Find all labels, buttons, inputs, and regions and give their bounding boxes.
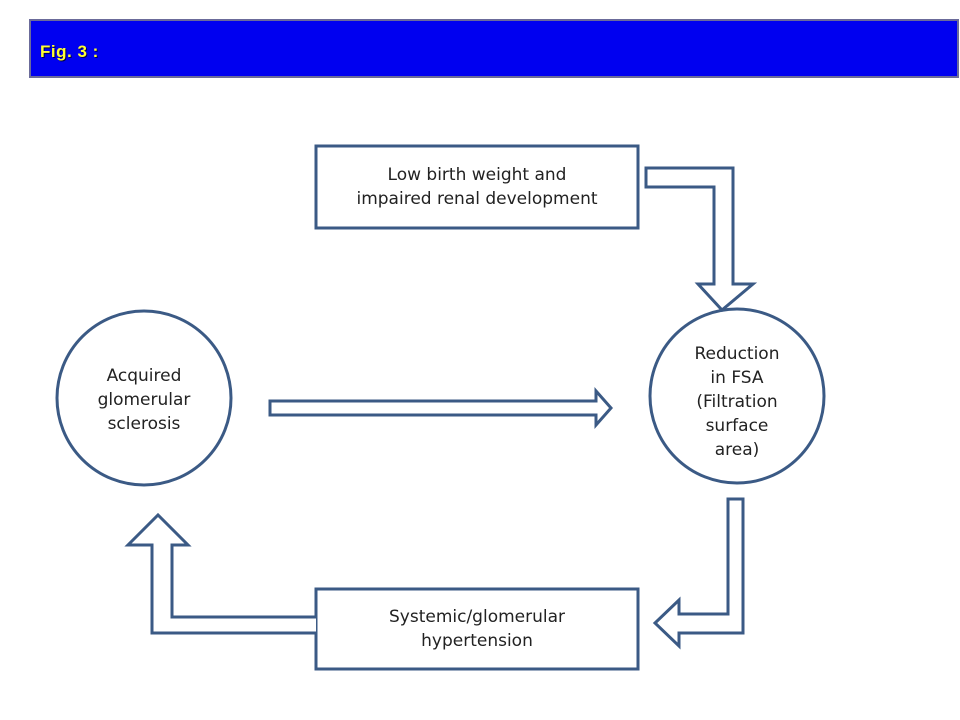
- edge-sclerosis-to-fsa: [268, 387, 614, 429]
- title-bar: Fig. 3 :: [29, 19, 959, 78]
- figure-title: Fig. 3 :: [40, 42, 99, 61]
- node-hypertension-box: [314, 587, 640, 671]
- node-low-birth-weight-label: Low birth weight and impaired renal deve…: [356, 165, 598, 209]
- node-acquired-sclerosis-circle: [55, 309, 233, 487]
- node-hypertension-label: Systemic/glomerular hypertension: [388, 607, 566, 651]
- node-reduction-fsa-label: Reduction in FSA (Filtration surface are…: [694, 344, 780, 460]
- edge-low-birth-weight-to-fsa: [644, 166, 758, 313]
- edge-fsa-to-hypertension: [652, 497, 745, 650]
- node-low-birth-weight-box: [314, 144, 640, 230]
- node-reduction-fsa-circle: [648, 307, 826, 485]
- node-acquired-sclerosis-label: Acquired glomerular sclerosis: [97, 366, 191, 434]
- edge-hypertension-to-sclerosis: [124, 512, 316, 635]
